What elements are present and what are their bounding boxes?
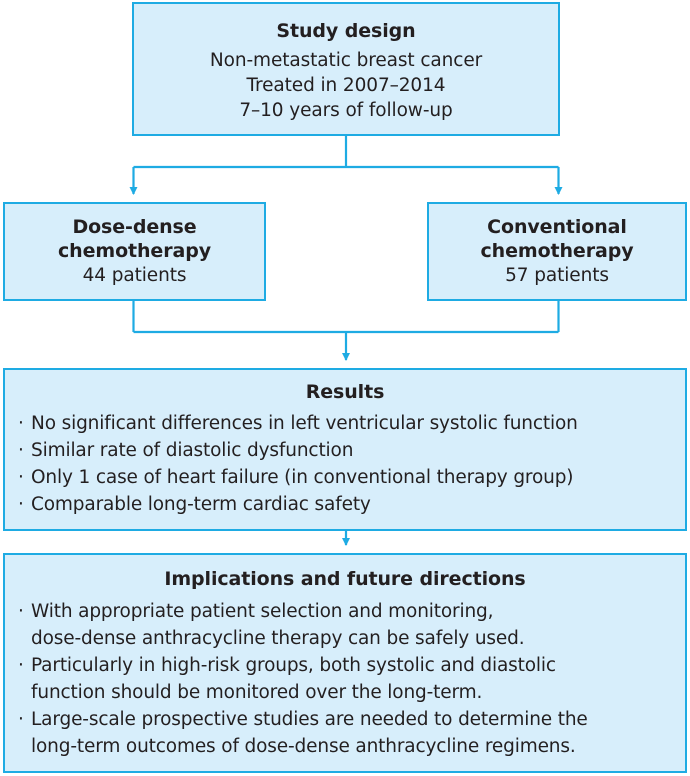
list-item: · Similar rate of diastolic dysfunction (18, 437, 685, 464)
implications-bullet-2-line-2: function should be monitored over the lo… (31, 682, 483, 703)
dose-dense-arm-box: Dose-dense chemotherapy 44 patients (3, 202, 266, 301)
list-item: · Comparable long-term cardiac safety (18, 491, 685, 518)
implications-bullet-1-line-2: dose-dense anthracycline therapy can be … (31, 628, 525, 649)
implications-title: Implications and future directions (164, 568, 526, 590)
results-title: Results (305, 381, 385, 403)
results-bullet-4-line-1: Comparable long-term cardiac safety (31, 494, 371, 515)
list-item: · Large-scale prospective studies are ne… (18, 706, 685, 760)
conventional-title-line-1: Conventional (487, 215, 627, 238)
bullet-marker-icon: · (18, 709, 24, 730)
results-bullet-list: · No significant differences in left ven… (18, 410, 685, 518)
implications-bullet-2-line-1: Particularly in high-risk groups, both s… (31, 655, 556, 676)
implications-bullet-list: · With appropriate patient selection and… (18, 598, 685, 760)
list-item: · With appropriate patient selection and… (18, 598, 685, 652)
bullet-marker-icon: · (18, 467, 24, 488)
study-design-line-2: Treated in 2007–2014 (246, 74, 446, 96)
bullet-marker-icon: · (18, 494, 24, 515)
list-item: · No significant differences in left ven… (18, 410, 685, 437)
results-bullet-1-line-1: No significant differences in left ventr… (31, 413, 578, 434)
bullet-marker-icon: · (18, 440, 24, 461)
conventional-patient-count: 57 patients (505, 264, 609, 286)
connector-arms-to-results (132, 301, 560, 361)
connector-study-to-arms (129, 136, 563, 195)
conventional-arm-box: Conventional chemotherapy 57 patients (427, 202, 687, 301)
list-item: · Only 1 case of heart failure (in conve… (18, 464, 685, 491)
implications-box: Implications and future directions · Wit… (3, 553, 687, 773)
implications-bullet-3-line-1: Large-scale prospective studies are need… (31, 709, 588, 730)
bullet-marker-icon: · (18, 413, 24, 434)
results-box: Results · No significant differences in … (3, 368, 687, 531)
results-bullet-2-line-1: Similar rate of diastolic dysfunction (31, 440, 354, 461)
results-bullet-3-line-1: Only 1 case of heart failure (in convent… (31, 467, 574, 488)
dose-dense-title-line-1: Dose-dense (72, 215, 197, 238)
bullet-marker-icon: · (18, 655, 24, 676)
dose-dense-title-line-2: chemotherapy (58, 239, 211, 262)
study-design-line-3: 7–10 years of follow-up (239, 99, 453, 121)
study-design-line-1: Non-metastatic breast cancer (209, 49, 483, 71)
study-design-title: Study design (276, 19, 416, 42)
dose-dense-patient-count: 44 patients (82, 264, 187, 286)
study-design-box: Study design Non-metastatic breast cance… (132, 2, 560, 136)
implications-bullet-1-line-1: With appropriate patient selection and m… (31, 601, 494, 622)
conventional-title-line-2: chemotherapy (480, 239, 634, 262)
bullet-marker-icon: · (18, 601, 24, 622)
implications-bullet-3-line-2: long-term outcomes of dose-dense anthrac… (31, 736, 576, 757)
list-item: · Particularly in high-risk groups, both… (18, 652, 685, 706)
